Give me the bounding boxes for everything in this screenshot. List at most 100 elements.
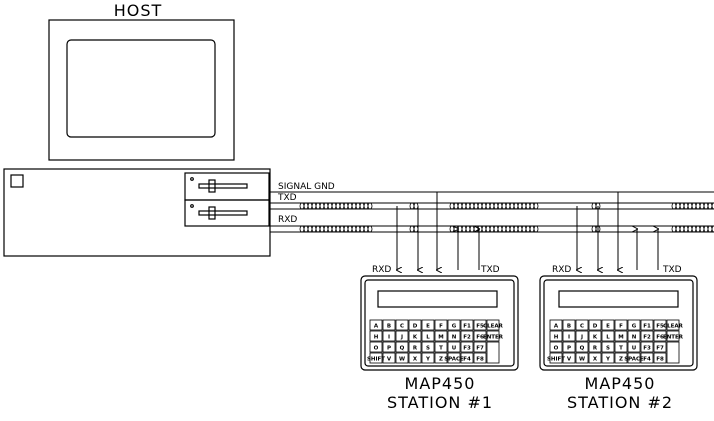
keypad-key [486, 319, 500, 331]
keypad-key-label: F3 [463, 346, 471, 352]
keypad-key-label: A [554, 324, 559, 330]
twist-loop [521, 225, 527, 233]
twist-loop [493, 202, 499, 210]
keypad-key-label: L [426, 335, 430, 341]
keypad-key [408, 319, 422, 331]
keypad-key-label: F4 [463, 357, 471, 363]
keypad-key-label: Z [619, 357, 623, 363]
twist-loop [687, 225, 693, 233]
twist-loop [501, 225, 507, 233]
twist-loop [327, 202, 333, 210]
twist-loop [343, 202, 349, 210]
twist-loop [311, 202, 317, 210]
keypad-key-label: E [426, 324, 430, 330]
keypad-key-label: F6 [476, 335, 484, 341]
keypad-key [653, 341, 667, 353]
station-2-drop-wires [577, 192, 658, 270]
keypad-key-label: SPACE [444, 357, 464, 363]
keypad-key-label: I [388, 335, 390, 341]
twist-loop [497, 225, 503, 233]
station-2-txd-label: TXD [662, 265, 682, 275]
keypad-key [447, 341, 461, 353]
keypad-key [549, 352, 563, 364]
keypad-key [408, 352, 422, 364]
keypad-key [473, 330, 487, 342]
station-2-display [558, 290, 679, 308]
twist-loop [529, 202, 535, 210]
keypad-key-label: S [426, 346, 430, 352]
keypad-key-label: D [593, 324, 598, 330]
keypad-key [486, 330, 500, 342]
keypad-key [434, 352, 448, 364]
keypad-key [447, 352, 461, 364]
twist-loop [299, 202, 305, 210]
keypad-key-label: G [452, 324, 457, 330]
keypad-key [460, 330, 474, 342]
twist-loop [473, 202, 479, 210]
keypad-key-label: K [593, 335, 598, 341]
twist-loop [497, 202, 503, 210]
power-switch-icon [10, 174, 24, 188]
twist-loop [315, 225, 321, 233]
keypad-key [460, 352, 474, 364]
keypad-key [601, 352, 615, 364]
keypad-key-label: O [374, 346, 379, 352]
keypad-key [601, 319, 615, 331]
station-1-rxd-label: RXD [372, 265, 391, 275]
twist-loop [359, 225, 365, 233]
keypad-key-label: F5 [476, 324, 484, 330]
twist-loop [307, 202, 313, 210]
keypad-key-label: R [413, 346, 418, 352]
keypad-key [640, 319, 654, 331]
keypad-key-label: F6 [656, 335, 664, 341]
keypad-key [447, 319, 461, 331]
keypad-key-label: CLEAR [663, 324, 684, 330]
twist-loop [525, 225, 531, 233]
keypad-key [421, 352, 435, 364]
twist-loop [303, 202, 309, 210]
station-2-terminal [539, 275, 698, 371]
keypad-key [653, 330, 667, 342]
twist-loop [469, 225, 475, 233]
keypad-key [421, 330, 435, 342]
keypad-key-label: W [399, 357, 405, 363]
keypad-key-label: SPACE [624, 357, 644, 363]
twist-loop [343, 225, 349, 233]
twist-loop [453, 225, 459, 233]
keypad-key-label: D [413, 324, 418, 330]
twist-loop [311, 225, 317, 233]
keypad-key-label: E [606, 324, 610, 330]
twist-loop [691, 225, 697, 233]
keypad-key-label: F2 [463, 335, 471, 341]
twist-loop [457, 202, 463, 210]
twist-loop [307, 225, 313, 233]
station-2-name: STATION #2 [567, 393, 673, 412]
twist-loop [367, 202, 373, 210]
keypad-key [549, 330, 563, 342]
keypad-key-label: F8 [476, 357, 484, 363]
twist-loop [489, 202, 495, 210]
twist-loop [355, 225, 361, 233]
keypad-key [549, 341, 563, 353]
keypad-key [369, 319, 383, 331]
twist-loop [489, 225, 495, 233]
keypad-key [473, 341, 487, 353]
keypad-key-label: B [387, 324, 391, 330]
twist-loop [679, 202, 685, 210]
twist-loop [533, 225, 539, 233]
twist-loop [505, 202, 511, 210]
keypad-key-label: F2 [643, 335, 651, 341]
twist-loop [687, 202, 693, 210]
keypad-key-tall [486, 341, 500, 364]
keypad-key-label: M [618, 335, 623, 341]
twist-loop [481, 225, 487, 233]
twist-loop [351, 202, 357, 210]
station-1-display [377, 290, 498, 308]
keypad-key [460, 341, 474, 353]
twist-loop [591, 225, 597, 233]
twist-loop [323, 202, 329, 210]
keypad-key [588, 330, 602, 342]
twist-loop [449, 202, 455, 210]
